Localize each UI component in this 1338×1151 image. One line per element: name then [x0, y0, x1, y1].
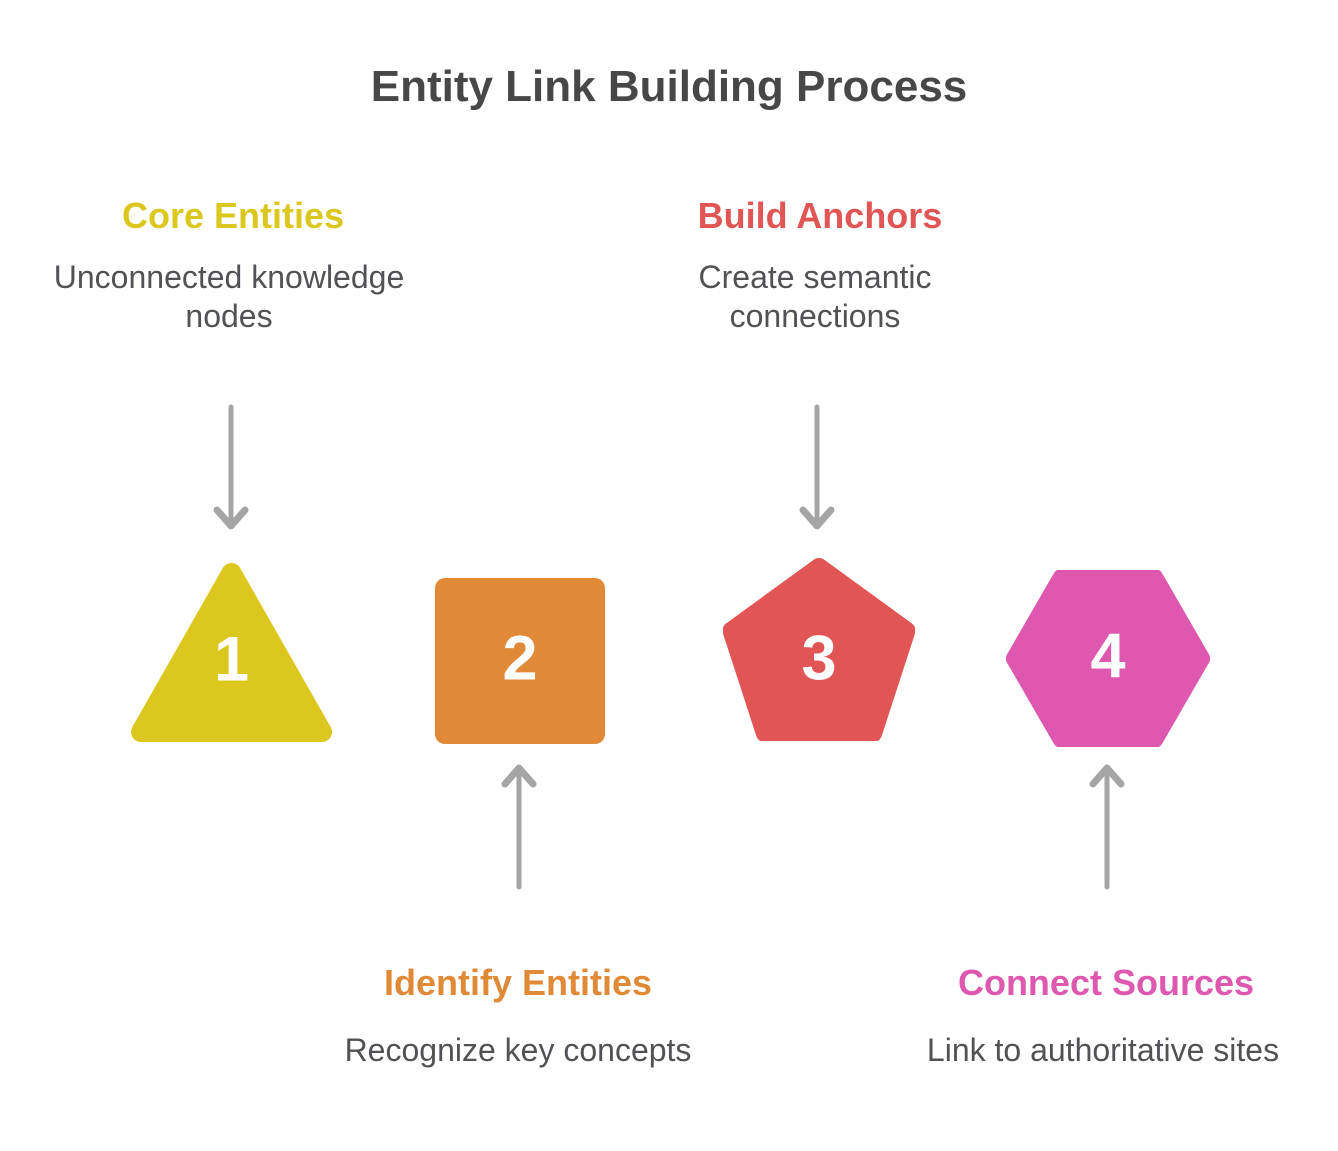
step1-number: 1 [213, 624, 250, 695]
step3-number: 3 [801, 623, 837, 694]
step1-heading: Core Entities [121, 195, 345, 236]
step1-triangle-shape: 1 [128, 562, 335, 743]
square-icon [435, 578, 605, 744]
step4-number: 4 [1090, 621, 1126, 692]
triangle-icon [131, 563, 332, 742]
step4-description: Link to authoritative sites [926, 1032, 1280, 1068]
arrow-down-icon [211, 404, 251, 530]
step3-description: Create semantic connections [698, 259, 932, 334]
page-title: Entity Link Building Process [370, 62, 968, 111]
hexagon-icon [1006, 570, 1210, 747]
step1-description: Unconnected knowledge nodes [53, 259, 405, 334]
arrow-up-icon [499, 764, 539, 890]
step3-heading: Build Anchors [697, 195, 943, 236]
step2-heading: Identify Entities [383, 962, 653, 1003]
step2-square-shape: 2 [435, 578, 605, 744]
pentagon-icon [723, 558, 915, 741]
arrow-down-icon [797, 404, 837, 530]
step3-pentagon-shape: 3 [723, 558, 915, 741]
step2-description: Recognize key concepts [344, 1032, 692, 1068]
step4-heading: Connect Sources [957, 962, 1255, 1003]
step4-hexagon-shape: 4 [1006, 570, 1210, 747]
step2-number: 2 [502, 623, 538, 694]
arrow-up-icon [1087, 764, 1127, 890]
